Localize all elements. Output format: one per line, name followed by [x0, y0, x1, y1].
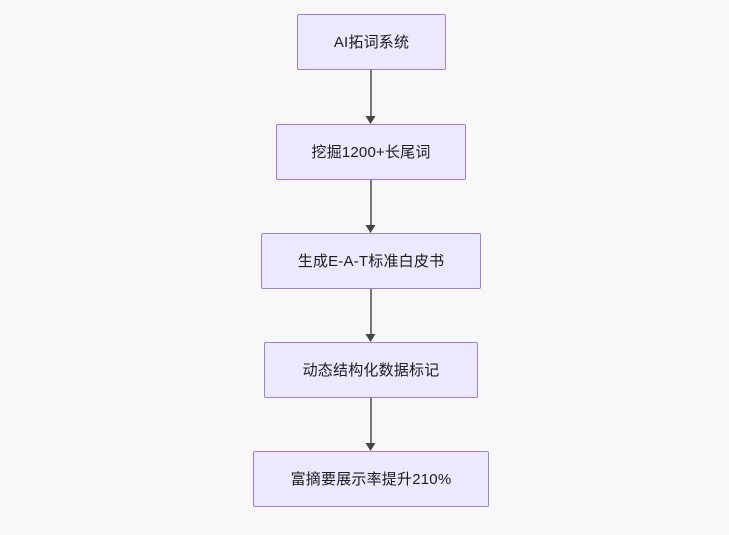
flow-node-dynamic-structured-data-markup[interactable]: 动态结构化数据标记 [264, 342, 478, 398]
flow-node-label: 挖掘1200+长尾词 [311, 143, 431, 161]
flow-node-rich-snippet-impression-uplift[interactable]: 富摘要展示率提升210% [253, 451, 489, 507]
arrowhead-icon [365, 442, 376, 451]
flow-node-generate-eat-whitepaper[interactable]: 生成E-A-T标准白皮书 [261, 233, 481, 289]
arrowhead-icon [365, 224, 376, 233]
edge-line [370, 70, 372, 116]
edge-line [370, 398, 372, 443]
arrowhead-icon [365, 115, 376, 124]
flow-node-label: 富摘要展示率提升210% [290, 470, 452, 488]
arrowhead-icon [365, 333, 376, 342]
edge-line [370, 289, 372, 334]
flow-node-label: 生成E-A-T标准白皮书 [297, 252, 445, 270]
flow-node-label: 动态结构化数据标记 [302, 361, 440, 379]
edge-line [370, 180, 372, 225]
flow-node-ai-keyword-system[interactable]: AI拓词系统 [297, 14, 446, 70]
flow-node-label: AI拓词系统 [333, 33, 410, 51]
flow-node-mine-longtail-keywords[interactable]: 挖掘1200+长尾词 [276, 124, 466, 180]
